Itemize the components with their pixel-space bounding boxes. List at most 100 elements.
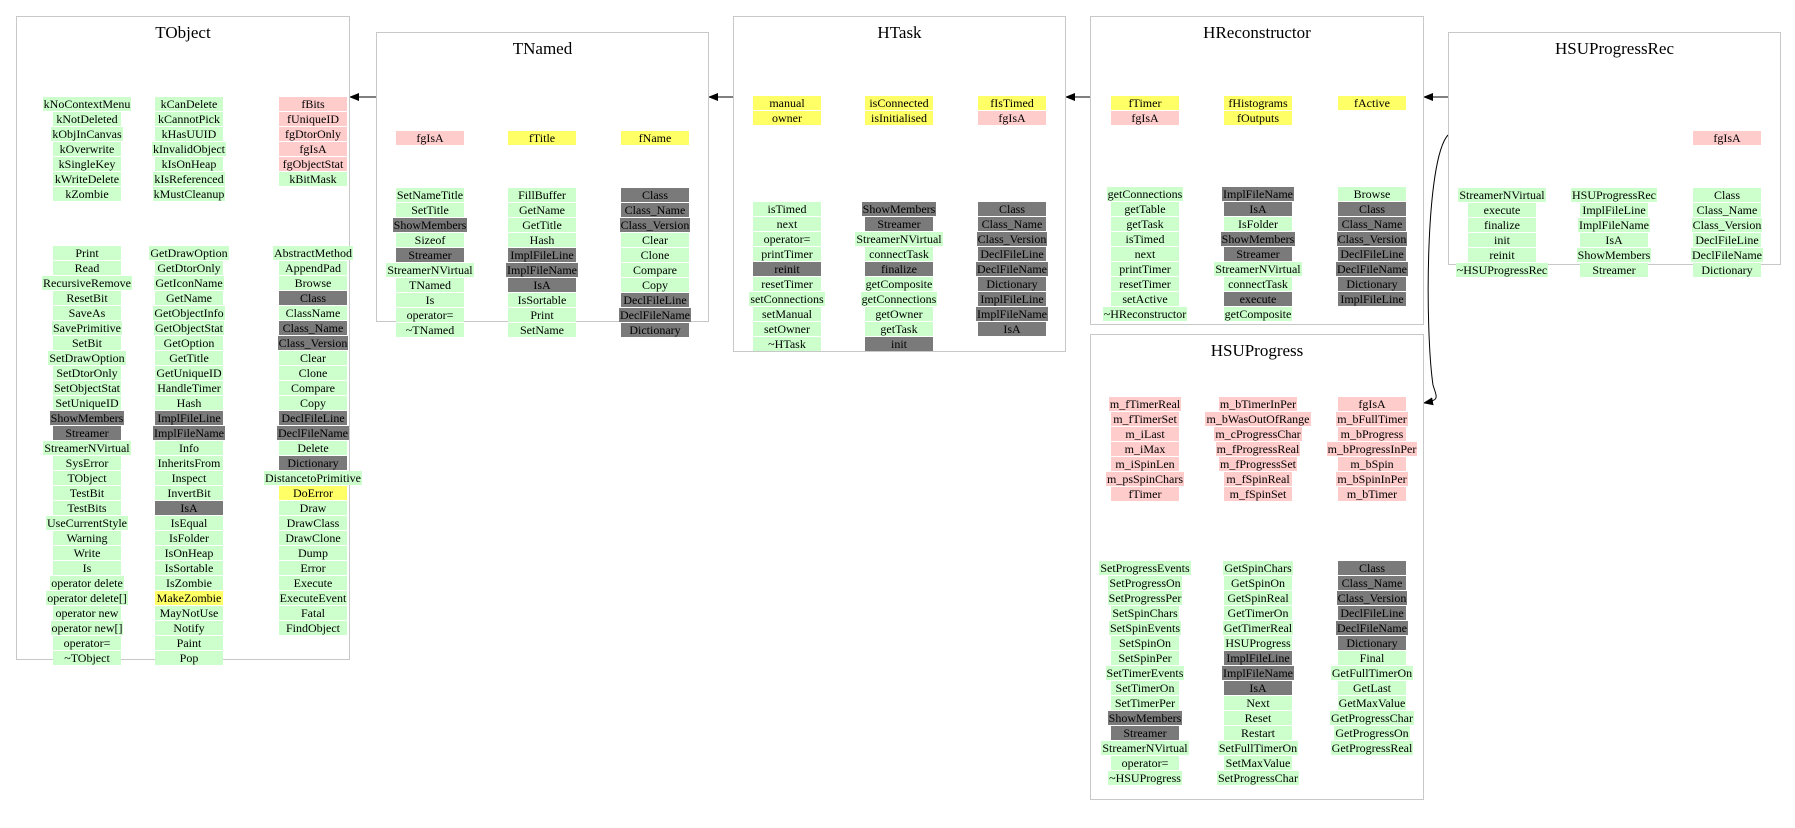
method-item: GetProgressChar bbox=[1330, 711, 1414, 725]
method-item: Streamer bbox=[1111, 726, 1179, 740]
method-item: connectTask bbox=[865, 247, 933, 261]
method-item: SetFullTimerOn bbox=[1217, 741, 1299, 755]
method-item: GetUniqueID bbox=[155, 366, 223, 380]
member-item: m_bTimer bbox=[1338, 487, 1406, 501]
method-item: Paint bbox=[155, 636, 223, 650]
method-item: SetSpinChars bbox=[1111, 606, 1179, 620]
member-item: m_bSpinInPer bbox=[1336, 472, 1408, 486]
member-item: fgDtorOnly bbox=[279, 127, 347, 141]
member-item: kIsOnHeap bbox=[155, 157, 223, 171]
class-title: HSUProgressRec bbox=[1555, 39, 1674, 58]
method-item: getConnections bbox=[1106, 187, 1184, 201]
method-item: getComposite bbox=[1223, 307, 1293, 321]
method-item: resetTimer bbox=[753, 277, 821, 291]
method-item: ImplFileLine bbox=[508, 248, 576, 262]
method-item: GetDrawOption bbox=[149, 246, 229, 260]
method-item: Fatal bbox=[279, 606, 347, 620]
member-item: fgIsA bbox=[1111, 111, 1179, 125]
method-item: finalize bbox=[1468, 218, 1536, 232]
method-item: RecursiveRemove bbox=[42, 276, 132, 290]
member-item: kMustCleanup bbox=[152, 187, 226, 201]
method-item: IsA bbox=[155, 501, 223, 515]
method-item: getComposite bbox=[864, 277, 934, 291]
method-item: Is bbox=[396, 293, 464, 307]
member-item: m_bTimerInPer bbox=[1218, 397, 1298, 411]
method-item: IsFolder bbox=[1224, 217, 1292, 231]
member-item: m_bFullTimer bbox=[1336, 412, 1408, 426]
method-item: DeclFileLine bbox=[978, 247, 1046, 261]
method-item: MakeZombie bbox=[155, 591, 223, 605]
method-item: Browse bbox=[279, 276, 347, 290]
member-item: m_fTimerReal bbox=[1108, 397, 1182, 411]
method-item: HSUProgress bbox=[1224, 636, 1292, 650]
method-item: setOwner bbox=[753, 322, 821, 336]
method-item: TestBit bbox=[53, 486, 121, 500]
method-item: IsZombie bbox=[155, 576, 223, 590]
method-item: Class_Version bbox=[1336, 591, 1408, 605]
method-item: SaveAs bbox=[53, 306, 121, 320]
member-item: kObjInCanvas bbox=[51, 127, 123, 141]
method-item: ImplFileName bbox=[1222, 187, 1294, 201]
method-item: Dump bbox=[279, 546, 347, 560]
member-item: m_fProgressReal bbox=[1215, 442, 1301, 456]
member-item: fName bbox=[621, 131, 689, 145]
member-item: kBitMask bbox=[279, 172, 347, 186]
member-item: fIsTimed bbox=[978, 96, 1046, 110]
method-item: GetTitle bbox=[508, 218, 576, 232]
method-item: setManual bbox=[753, 307, 821, 321]
method-item: Notify bbox=[155, 621, 223, 635]
method-item: DeclFileName bbox=[1336, 621, 1408, 635]
method-item: SetProgressEvents bbox=[1099, 561, 1191, 575]
method-item: Streamer bbox=[1580, 263, 1648, 277]
method-item: init bbox=[1468, 233, 1536, 247]
method-item: resetTimer bbox=[1111, 277, 1179, 291]
method-item: operator= bbox=[753, 232, 821, 246]
method-item: execute bbox=[1468, 203, 1536, 217]
method-item: SetTimerPer bbox=[1111, 696, 1179, 710]
method-item: Class bbox=[978, 202, 1046, 216]
member-item: fHistograms bbox=[1224, 96, 1292, 110]
method-item: SetNameTitle bbox=[395, 188, 465, 202]
member-item: kCanDelete bbox=[155, 97, 223, 111]
member-item: fActive bbox=[1338, 96, 1406, 110]
member-item: fgIsA bbox=[1338, 397, 1406, 411]
method-item: Class_Name bbox=[1338, 576, 1406, 590]
member-item: m_iLast bbox=[1111, 427, 1179, 441]
method-item: ~TNamed bbox=[396, 323, 464, 337]
member-item: manual bbox=[753, 96, 821, 110]
member-item: kWriteDelete bbox=[53, 172, 121, 186]
method-item: ImplFileLine bbox=[1580, 203, 1648, 217]
method-item: DeclFileName bbox=[277, 426, 349, 440]
method-item: operator= bbox=[1111, 756, 1179, 770]
method-item: Error bbox=[279, 561, 347, 575]
method-item: StreamerNVirtual bbox=[43, 441, 131, 455]
method-item: ImplFileLine bbox=[1338, 292, 1406, 306]
method-item: GetTimerReal bbox=[1222, 621, 1294, 635]
method-item: IsOnHeap bbox=[155, 546, 223, 560]
method-item: SetSpinPer bbox=[1111, 651, 1179, 665]
method-item: UseCurrentStyle bbox=[46, 516, 128, 530]
method-item: GetName bbox=[508, 203, 576, 217]
member-item: fgIsA bbox=[279, 142, 347, 156]
method-item: GetMaxValue bbox=[1337, 696, 1407, 710]
method-item: DeclFileLine bbox=[1693, 233, 1761, 247]
method-item: getConnections bbox=[860, 292, 938, 306]
member-item: fTimer bbox=[1111, 487, 1179, 501]
method-item: Execute bbox=[279, 576, 347, 590]
method-item: Dictionary bbox=[978, 277, 1046, 291]
method-item: IsFolder bbox=[155, 531, 223, 545]
method-item: init bbox=[865, 337, 933, 351]
method-item: DeclFileLine bbox=[1338, 606, 1406, 620]
class-title: TObject bbox=[155, 23, 211, 42]
